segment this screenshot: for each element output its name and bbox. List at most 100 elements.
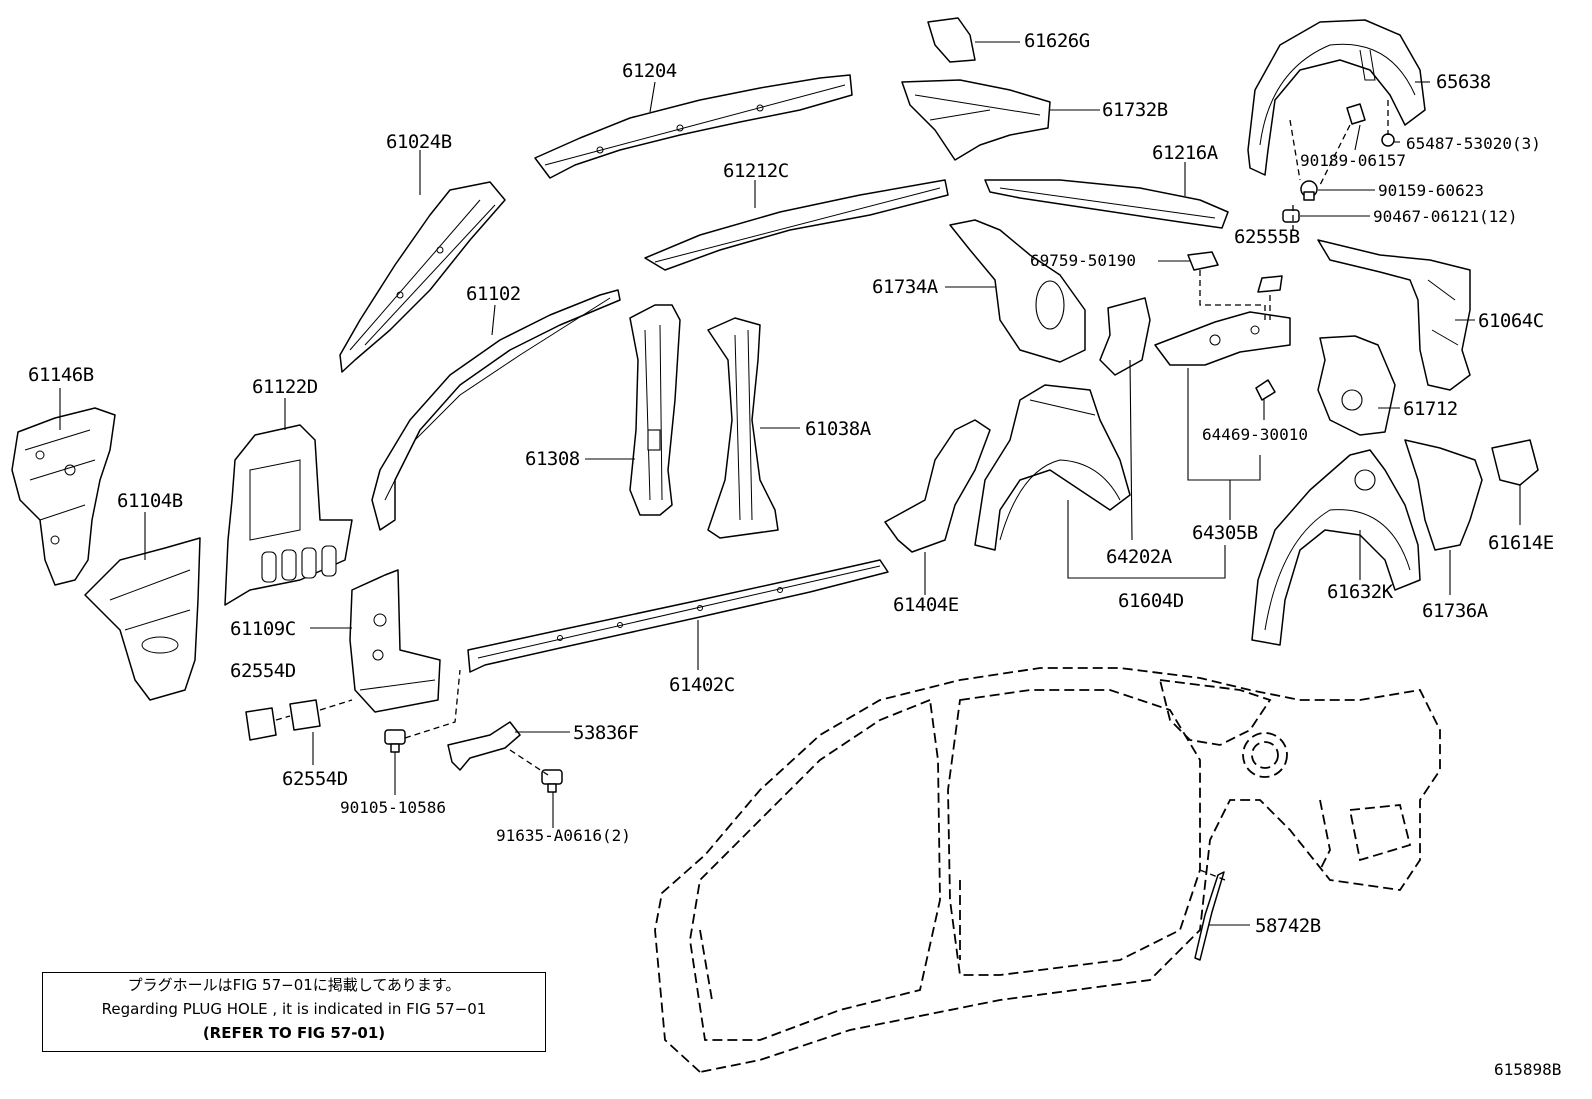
part-61734A [949, 219, 1086, 363]
note-japanese: プラグホールはFIG 57−01に掲載してあります。 [127, 976, 461, 994]
part-61614E [1491, 439, 1539, 486]
part-61308 [629, 304, 681, 516]
part-61104B [84, 537, 201, 701]
part-61064C [1317, 239, 1471, 391]
label-61038A: 61038A [805, 418, 871, 440]
body-side-outline [654, 667, 1441, 1073]
part-61732B [901, 79, 1051, 161]
part-61216A [984, 179, 1229, 229]
label-65638: 65638 [1436, 71, 1491, 93]
part-61604D-detail [999, 399, 1121, 541]
part-61122D [224, 424, 353, 606]
label-61122D: 61122D [252, 376, 318, 398]
label-61308: 61308 [525, 448, 580, 470]
part-61402C-detail [477, 565, 881, 659]
leader-lines [59, 41, 1521, 926]
label-61216A: 61216A [1152, 142, 1218, 164]
part-61604D [974, 384, 1131, 551]
part-90159-60623 [1300, 180, 1318, 201]
part-62554D-left [245, 707, 277, 741]
label-62554D-top: 62554D [230, 660, 296, 682]
part-61064C-detail [1427, 279, 1459, 346]
part-61146B [11, 407, 116, 586]
label-61402C: 61402C [669, 674, 735, 696]
label-90189-06157: 90189-06157 [1300, 151, 1406, 170]
label-61204: 61204 [622, 60, 677, 82]
label-61212C: 61212C [723, 160, 789, 182]
label-61404E: 61404E [893, 594, 959, 616]
part-61024B-detail [349, 199, 496, 351]
part-61632K-detail [1264, 469, 1411, 631]
label-90159-60623: 90159-60623 [1378, 181, 1484, 200]
part-61146B-detail [24, 429, 96, 545]
part-61216A-detail [999, 187, 1216, 219]
label-61146B: 61146B [28, 364, 94, 386]
part-61626G [927, 17, 976, 63]
part-61024B [339, 181, 506, 373]
part-64469-30010 [1255, 379, 1276, 401]
part-61732B-detail [914, 94, 1041, 121]
part-61734A-detail [1035, 280, 1065, 330]
part-65487-53020 [1381, 133, 1395, 147]
part-61102 [371, 289, 621, 531]
part-64305B [1154, 311, 1291, 366]
part-61632K [1251, 449, 1421, 646]
label-61734A: 61734A [872, 276, 938, 298]
label-64469-30010: 64469-30010 [1202, 425, 1308, 444]
part-61109C-detail [359, 613, 436, 691]
label-62555B: 62555B [1234, 226, 1300, 248]
note-refer: (REFER TO FIG 57-01) [202, 1024, 386, 1042]
part-64202A [1099, 297, 1151, 376]
part-61038A [707, 317, 779, 539]
part-62554D-right [289, 699, 321, 731]
part-61104B-detail [109, 569, 191, 654]
label-91635-A0616: 91635-A0616(2) [496, 826, 631, 845]
label-65487-53020: 65487-53020(3) [1406, 134, 1541, 153]
label-64202A: 64202A [1106, 546, 1172, 568]
part-61736A [1404, 439, 1483, 551]
plug-hole-note: プラグホールはFIG 57−01に掲載してあります。 Regarding PLU… [42, 972, 546, 1052]
part-61102-detail [384, 297, 611, 501]
part-90467-06121 [1282, 209, 1300, 223]
label-61109C: 61109C [230, 618, 296, 640]
label-62554D-bottom: 62554D [282, 768, 348, 790]
label-61064C: 61064C [1478, 310, 1544, 332]
label-53836F: 53836F [573, 722, 639, 744]
part-61212C-detail [654, 187, 941, 263]
label-90467-06121: 90467-06121(12) [1373, 207, 1518, 226]
label-69759-50190: 69759-50190 [1030, 251, 1136, 270]
part-90105-10586 [384, 729, 406, 753]
part-53836F [447, 721, 521, 771]
part-65638 [1247, 19, 1426, 176]
figure-code: 615898B [1494, 1060, 1562, 1079]
part-61038A-detail [734, 329, 753, 521]
part-61712 [1317, 335, 1396, 436]
part-69759-50190 [1187, 251, 1219, 271]
part-61109C [349, 569, 441, 713]
part-58742B [1194, 871, 1225, 961]
part-91635-A0616 [541, 769, 563, 793]
label-64305B: 64305B [1192, 522, 1258, 544]
part-61712-detail [1341, 389, 1363, 411]
label-61102: 61102 [466, 283, 521, 305]
part-61402C [467, 559, 889, 673]
part-62555B [1257, 275, 1283, 293]
label-61614E: 61614E [1488, 532, 1554, 554]
dashed-guides [275, 100, 1389, 881]
label-61736A: 61736A [1422, 600, 1488, 622]
part-90189-06157 [1346, 103, 1366, 125]
label-90105-10586: 90105-10586 [340, 798, 446, 817]
part-61404E [884, 419, 991, 553]
note-english: Regarding PLUG HOLE , it is indicated in… [101, 1000, 487, 1018]
label-61104B: 61104B [117, 490, 183, 512]
part-61122D-detail [249, 459, 337, 583]
part-61204-detail [544, 84, 846, 166]
part-65638-detail [1259, 43, 1416, 146]
part-61204 [534, 74, 853, 179]
label-61732B: 61732B [1102, 99, 1168, 121]
label-61632K: 61632K [1327, 581, 1393, 603]
part-64305B-detail [1209, 325, 1260, 346]
label-61024B: 61024B [386, 131, 452, 153]
